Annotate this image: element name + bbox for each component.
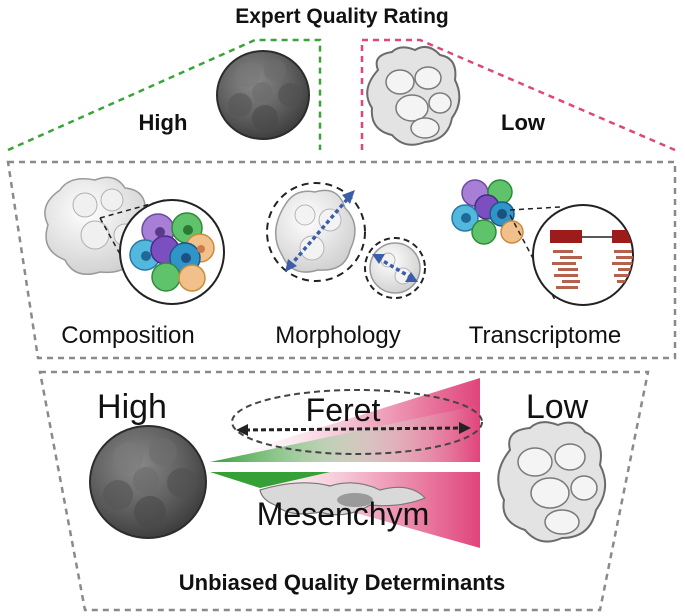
mesenchym-label: Mesenchym: [257, 496, 430, 532]
expert-low-outline: [360, 38, 676, 152]
feret-gradient-wedge: [210, 378, 480, 462]
expert-low-label: Low: [501, 110, 546, 135]
transcriptome-illustration-icon: [451, 179, 634, 306]
high-quality-organoid-icon: [216, 50, 310, 140]
high-quality-organoid-large-icon: [89, 425, 207, 539]
feature-panel-outline: [6, 160, 677, 360]
morphology-illustration-icon: [266, 182, 426, 299]
feret-ellipse: [231, 389, 483, 455]
low-quality-organoid-large-icon: [497, 421, 607, 543]
feature-label-morphology: Morphology: [275, 322, 400, 349]
determinants-panel-outline: [38, 370, 650, 612]
header-title: Expert Quality Rating: [235, 5, 449, 28]
feature-label-transcriptome: Transcriptome: [469, 322, 621, 349]
feature-label-composition: Composition: [61, 322, 194, 349]
footer-title: Unbiased Quality Determinants: [179, 570, 505, 595]
low-quality-organoid-icon: [366, 45, 461, 146]
expert-high-label: High: [139, 110, 188, 135]
feret-label: Feret: [306, 392, 381, 428]
determinants-high-label: High: [97, 388, 167, 426]
mesenchymal-cell-icon: [259, 482, 427, 516]
expert-high-outline: [7, 38, 322, 152]
determinants-low-label: Low: [526, 388, 589, 426]
composition-illustration-icon: [44, 176, 225, 305]
feret-diameter-arrow: [236, 422, 471, 436]
